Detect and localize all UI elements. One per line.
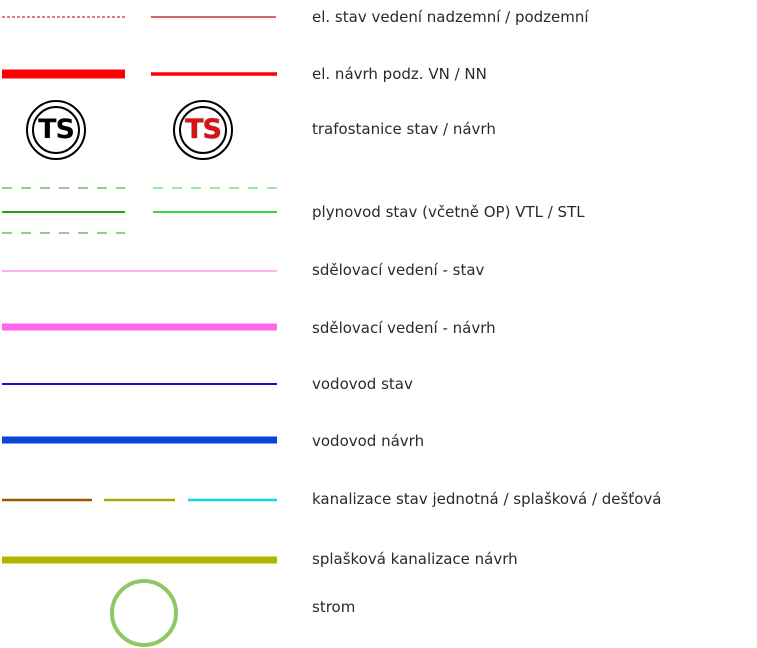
water-existing-line — [2, 383, 277, 385]
legend-label-gas: plynovod stav (včetně OP) VTL / STL — [312, 203, 585, 221]
telecom-existing-line — [2, 270, 277, 272]
ts-existing-icon: TS — [26, 100, 86, 160]
el-proposed-lines — [2, 69, 277, 79]
legend-label-water-existing: vodovod stav — [312, 375, 413, 393]
legend-label-trafostanice: trafostanice stav / návrh — [312, 120, 496, 138]
legend-label-water-proposed: vodovod návrh — [312, 432, 425, 450]
ts-existing-text: TS — [32, 106, 80, 154]
legend-label-el-existing: el. stav vedení nadzemní / podzemní — [312, 8, 589, 26]
sewer-proposed-line — [2, 556, 277, 564]
water-proposed-line — [2, 436, 277, 444]
sewer-existing-lines — [2, 498, 277, 502]
legend-label-sewer-existing: kanalizace stav jednotná / splašková / d… — [312, 490, 662, 508]
ts-proposed-text: TS — [179, 106, 227, 154]
legend-label-sewer-proposed: splašková kanalizace návrh — [312, 550, 518, 568]
el-existing-lines — [2, 16, 276, 18]
legend-label-el-proposed: el. návrh podz. VN / NN — [312, 65, 487, 83]
tree-icon — [110, 579, 178, 647]
gas-lines — [2, 187, 277, 234]
legend-label-telecom-existing: sdělovací vedení - stav — [312, 261, 485, 279]
legend-label-telecom-proposed: sdělovací vedení - návrh — [312, 319, 496, 337]
legend-label-tree: strom — [312, 598, 356, 616]
telecom-proposed-line — [2, 323, 277, 331]
ts-proposed-icon: TS — [173, 100, 233, 160]
